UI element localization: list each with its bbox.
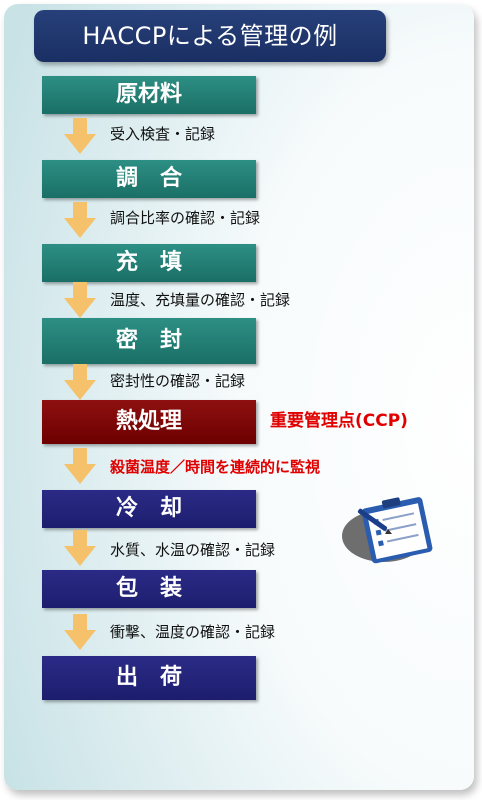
step-filling: 充 填 [42,244,256,282]
step-raw-materials: 原材料 [42,76,256,114]
page-title: HACCPによる管理の例 [34,10,386,62]
step-sealing: 密 封 [42,318,256,364]
down-arrow-icon [64,364,96,400]
down-arrow-icon [64,282,96,318]
down-arrow-icon [64,530,96,566]
note-receiving-inspection: 受入検査・記録 [110,125,216,143]
down-arrow-icon [64,614,96,650]
step-mixing: 調 合 [42,160,256,198]
clipboard-icon [342,497,433,564]
down-arrow-icon [64,448,96,484]
step-cooling: 冷 却 [42,490,256,528]
note-impact-temperature-check: 衝撃、温度の確認・記録 [110,623,276,641]
step-shipping: 出 荷 [42,656,256,700]
note-sterilization-monitoring: 殺菌温度／時間を連続的に監視 [110,458,321,476]
down-arrow-icon [64,202,96,238]
ccp-label: 重要管理点(CCP) [270,411,408,431]
step-packaging: 包 装 [42,570,256,608]
note-water-check: 水質、水温の確認・記録 [110,541,276,559]
note-mixing-ratio: 調合比率の確認・記録 [110,209,261,227]
step-heat-treatment: 熱処理 [42,400,256,444]
note-filling-check: 温度、充填量の確認・記録 [110,291,291,309]
down-arrow-icon [64,118,96,154]
note-seal-check: 密封性の確認・記録 [110,372,246,390]
pen-icon [357,508,392,534]
